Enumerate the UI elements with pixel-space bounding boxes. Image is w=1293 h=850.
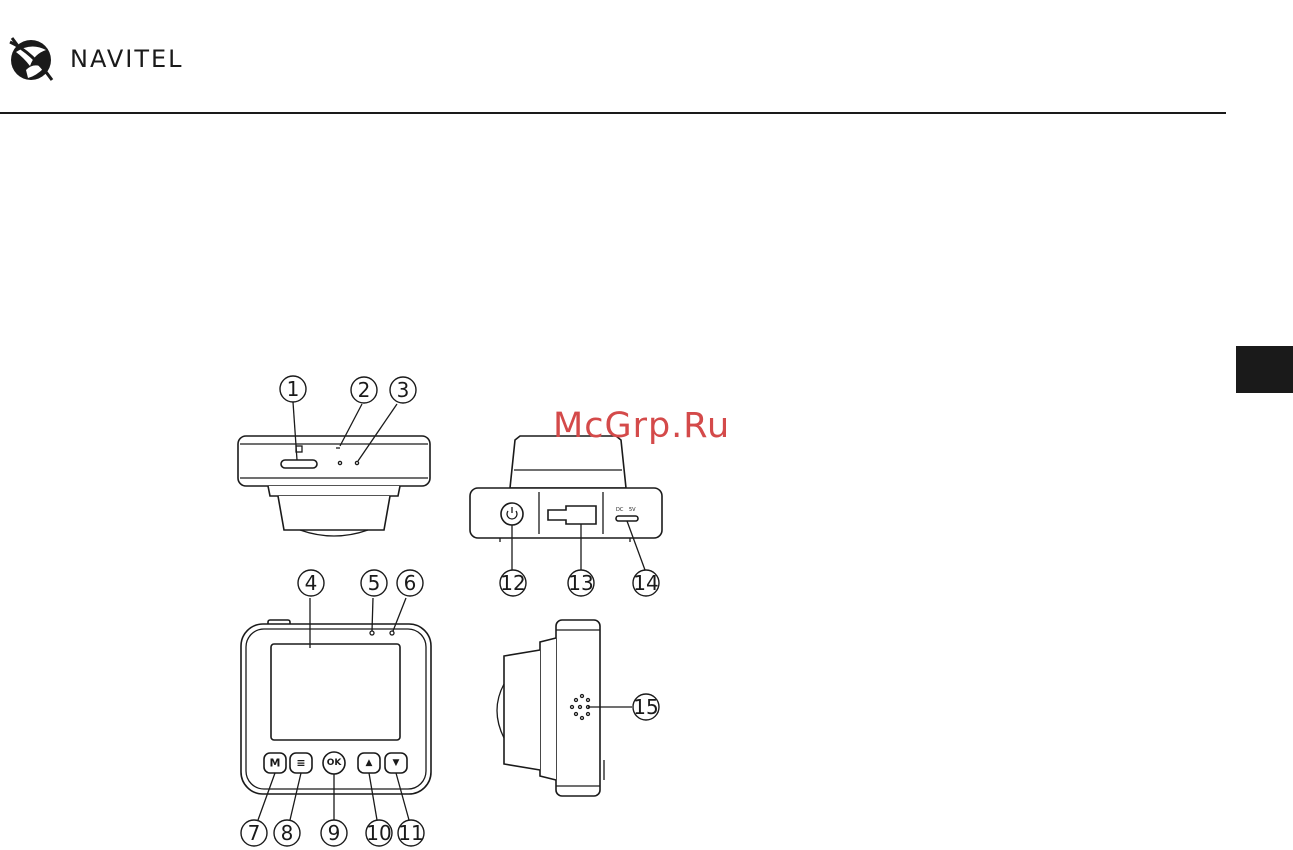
svg-text:≡: ≡ — [296, 757, 305, 770]
svg-text:OK: OK — [327, 758, 343, 768]
callout-3: 3 — [390, 377, 416, 403]
svg-text:12: 12 — [500, 571, 525, 595]
svg-text:3: 3 — [397, 378, 410, 402]
callout-13: 13 — [568, 570, 594, 596]
svg-text:4: 4 — [305, 571, 318, 595]
svg-text:2: 2 — [358, 378, 371, 402]
sd-card-slot — [281, 460, 317, 468]
power-button[interactable] — [501, 503, 523, 525]
svg-text:11: 11 — [398, 821, 423, 845]
watermark-text: McGrp.Ru — [553, 406, 730, 446]
usb-port[interactable] — [616, 516, 638, 521]
svg-text:8: 8 — [281, 821, 294, 845]
svg-text:15: 15 — [633, 695, 658, 719]
svg-text:M: M — [270, 757, 281, 770]
callout-2: 2 — [351, 377, 377, 403]
svg-text:10: 10 — [366, 821, 391, 845]
device-front-view: M ≡ OK ▲ ▼ — [241, 620, 431, 794]
svg-text:▲: ▲ — [366, 758, 373, 768]
svg-text:5: 5 — [368, 571, 381, 595]
device-bottom-view: DC 5V — [470, 436, 662, 542]
callout-5: 5 — [361, 570, 387, 596]
callout-15: 15 — [633, 694, 659, 720]
svg-text:9: 9 — [328, 821, 341, 845]
svg-text:13: 13 — [568, 571, 593, 595]
callout-11: 11 — [398, 820, 424, 846]
callout-8: 8 — [274, 820, 300, 846]
svg-text:6: 6 — [404, 571, 417, 595]
callout-9: 9 — [321, 820, 347, 846]
callout-6: 6 — [397, 570, 423, 596]
callout-4: 4 — [298, 570, 324, 596]
callout-10: 10 — [366, 820, 392, 846]
callout-14: 14 — [633, 570, 659, 596]
svg-text:DC: DC — [616, 507, 624, 513]
screen — [271, 644, 400, 740]
svg-text:1: 1 — [287, 377, 300, 401]
svg-text:14: 14 — [633, 571, 658, 595]
device-top-view — [238, 436, 430, 536]
device-side-view — [497, 620, 604, 796]
callout-7: 7 — [241, 820, 267, 846]
svg-text:▼: ▼ — [393, 758, 400, 768]
svg-text:5V: 5V — [629, 507, 636, 513]
callout-12: 12 — [500, 570, 526, 596]
callout-1: 1 — [280, 376, 306, 402]
svg-text:7: 7 — [248, 821, 261, 845]
